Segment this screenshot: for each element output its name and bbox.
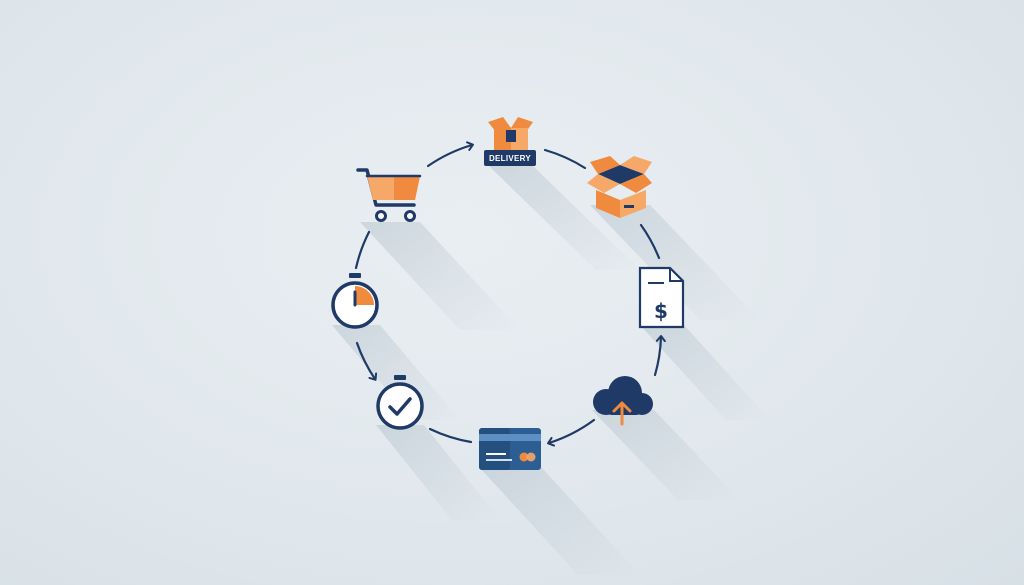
arrow-cart-to-delivery — [426, 141, 474, 168]
arrow-cloud-to-invoice — [653, 335, 666, 377]
open-box-icon — [587, 156, 652, 218]
arrow-cloud-to-card — [547, 418, 596, 447]
delivery-label: DELIVERY — [489, 154, 531, 163]
icon-shadows — [332, 165, 770, 575]
shopping-cart-icon — [356, 168, 422, 222]
credit-card-icon — [479, 428, 541, 470]
invoice-dollar-sign: $ — [654, 299, 668, 323]
cloud-upload-icon — [593, 376, 653, 426]
connector-box-to-invoice — [639, 223, 661, 260]
stopwatch-icon — [331, 273, 379, 329]
delivery-box-icon: DELIVERY — [484, 117, 536, 166]
cycle-connectors — [354, 141, 666, 447]
connector-stopwatch-to-cart — [354, 230, 371, 270]
stopwatch-check-icon — [376, 375, 424, 430]
invoice-icon: $ — [638, 266, 685, 329]
arrow-stopwatch-to-check — [355, 341, 378, 381]
connector-card-to-check — [428, 427, 473, 444]
connector-delivery-to-box — [543, 148, 587, 170]
